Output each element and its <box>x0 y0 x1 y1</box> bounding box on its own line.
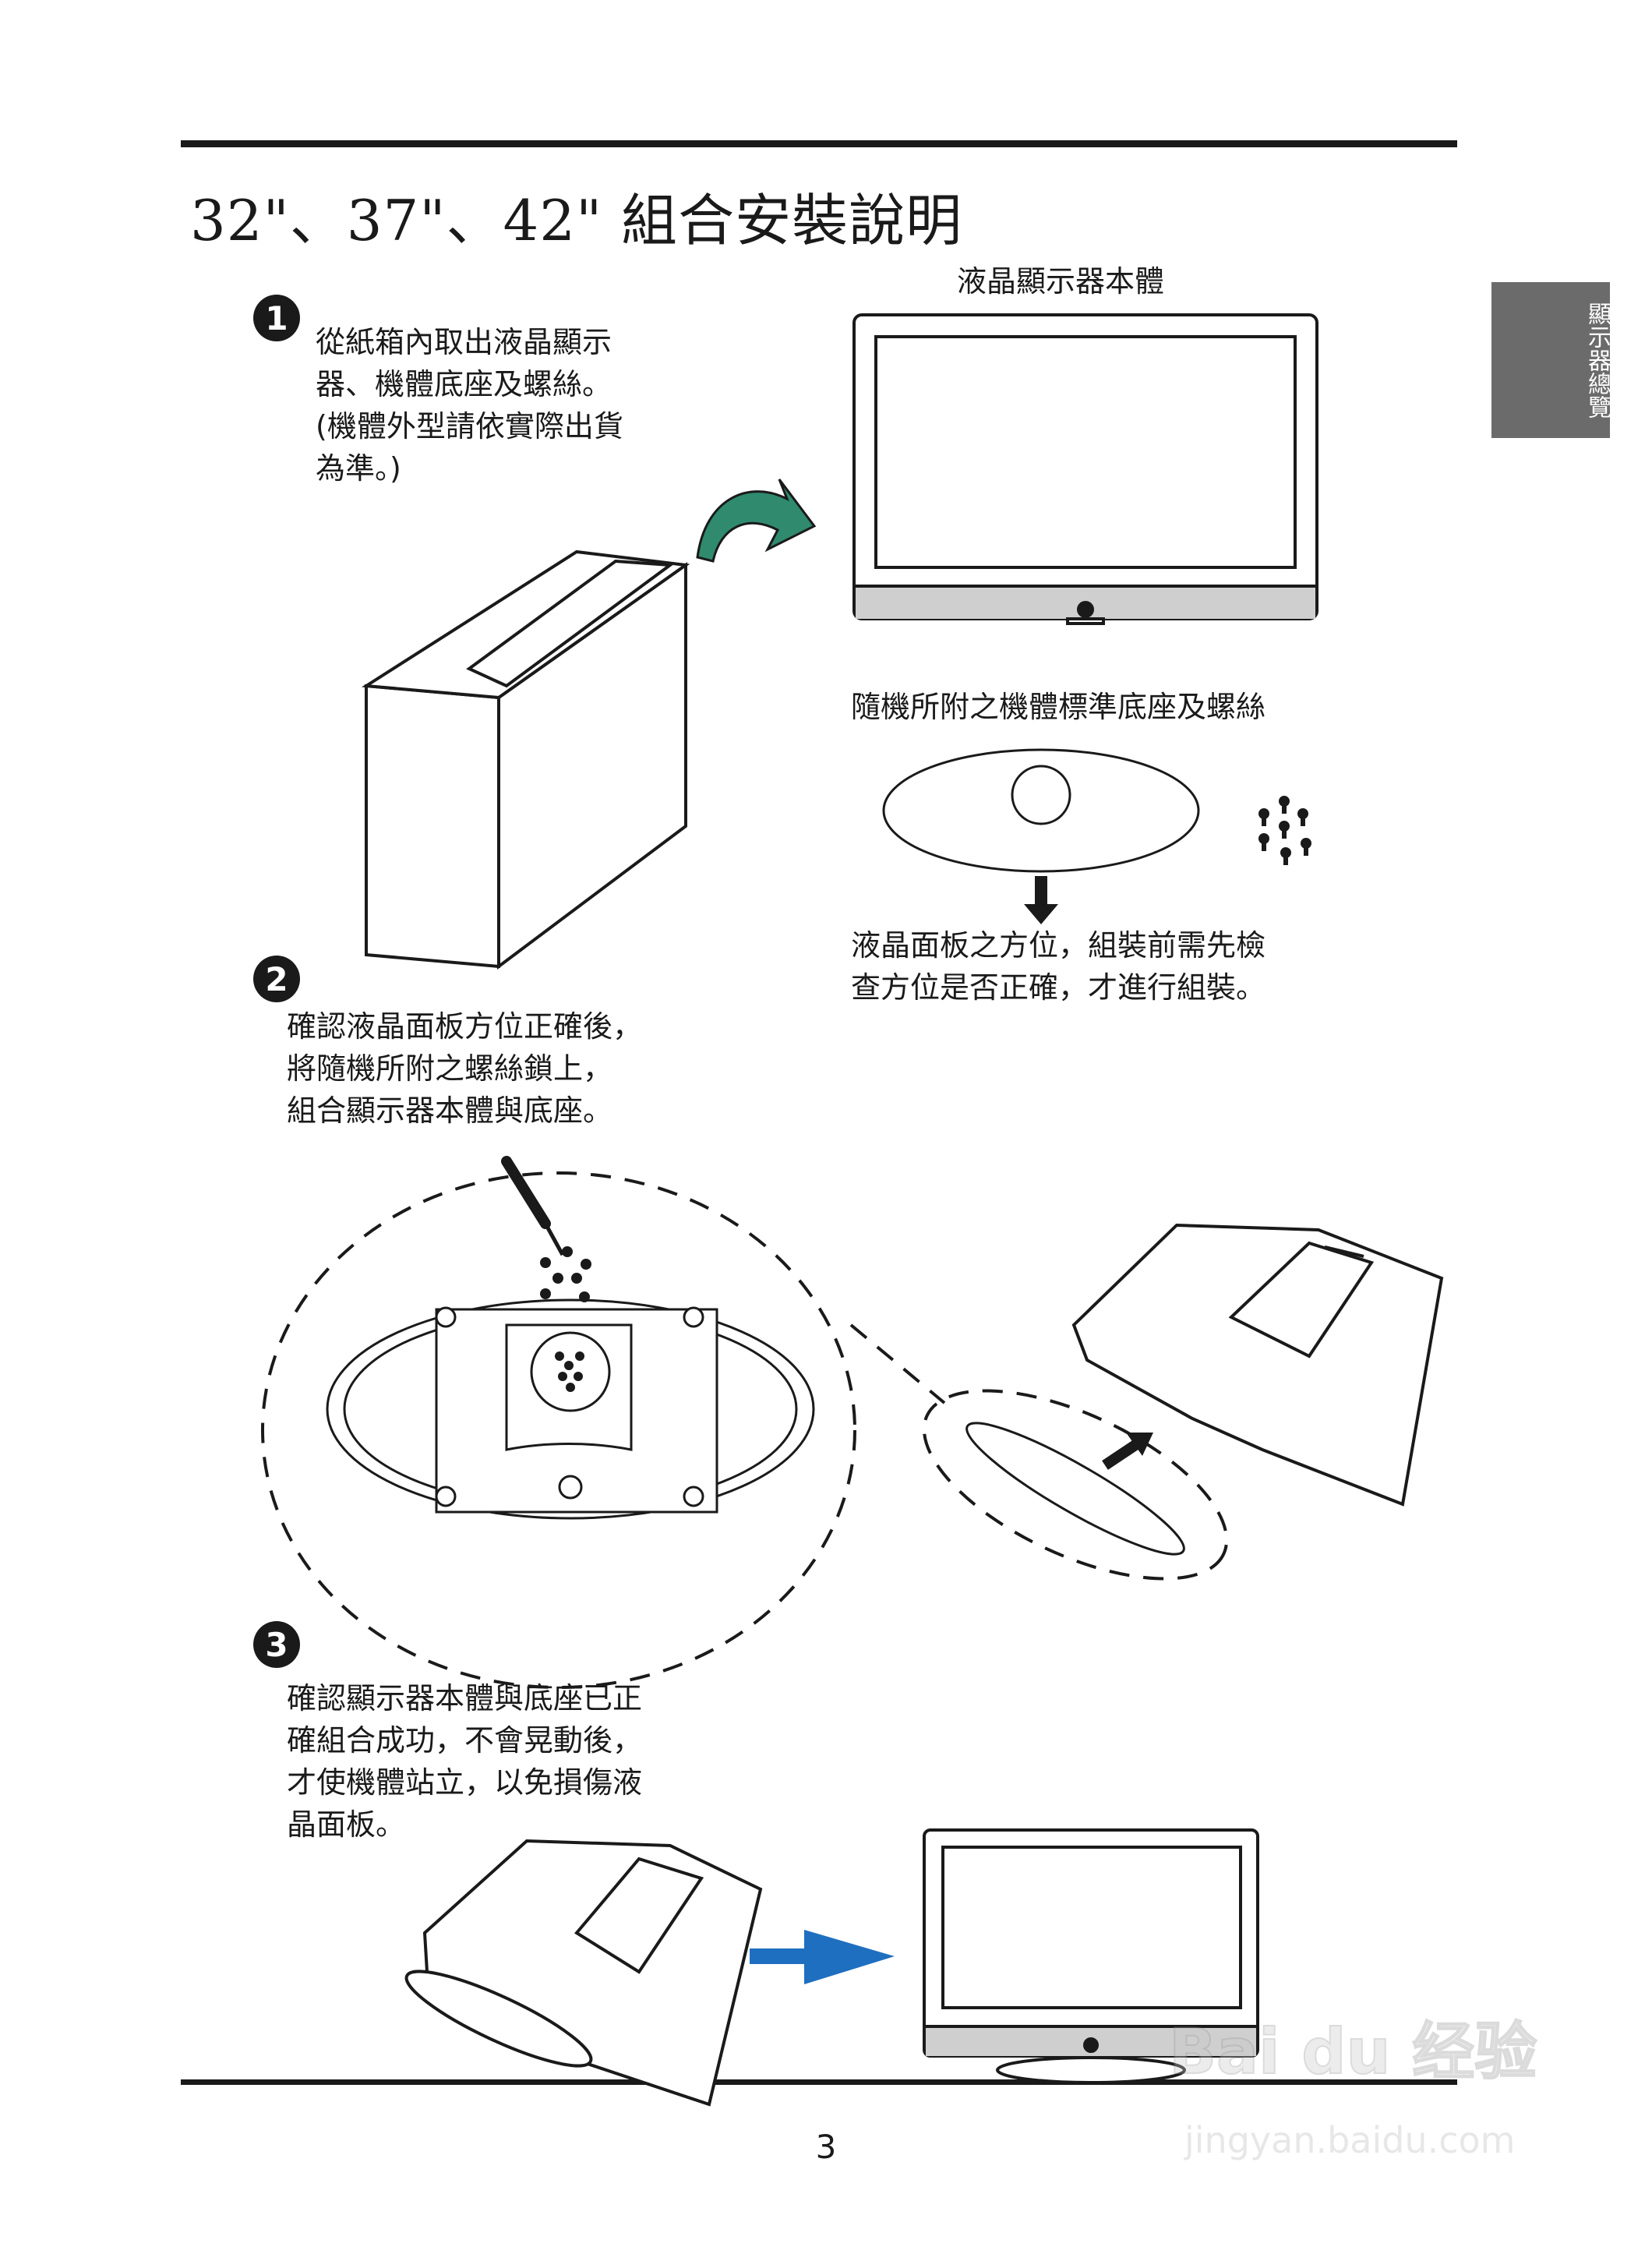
step-3-badge: 3 <box>253 1621 300 1668</box>
green-arrow-icon <box>696 479 817 563</box>
svg-text:jingyan.baidu.com: jingyan.baidu.com <box>1184 2119 1516 2161</box>
screws-icon <box>1258 796 1311 865</box>
assembled-face-down-illustration <box>404 1839 763 2107</box>
caption-stand-and-screws: 隨機所附之機體標準底座及螺絲 <box>851 690 1266 724</box>
side-tab[interactable]: 顯示器總覽 <box>1491 282 1611 438</box>
caption-monitor-body: 液晶顯示器本體 <box>957 264 1165 299</box>
down-arrow-icon <box>1024 876 1058 924</box>
page-title: 32"、37"、42" 組合安裝說明 <box>190 188 963 253</box>
blue-arrow-icon <box>750 1930 895 1984</box>
step-2-text: 確認液晶面板方位正確後， 將隨機所附之螺絲鎖上， 組合顯示器本體與底座。 <box>287 1009 643 1128</box>
bottom-rule <box>181 2079 1457 2085</box>
page-number: 3 <box>815 2128 837 2166</box>
screwdriver-icon <box>501 1156 565 1256</box>
insert-arrow-icon <box>1102 1433 1153 1470</box>
monitor-illustration <box>852 313 1318 625</box>
screws-detail-icon <box>540 1246 591 1392</box>
stand-plate-illustration <box>965 1422 1185 1556</box>
step-1-badge: 1 <box>253 295 300 341</box>
top-rule <box>181 140 1457 147</box>
shipping-box-illustration <box>361 549 690 970</box>
monitor-face-down-illustration <box>1071 1223 1444 1507</box>
caption-orientation-note: 液晶面板之方位，組裝前需先檢 查方位是否正確，才進行組裝。 <box>851 928 1266 1005</box>
svg-text:Bai du 经验: Bai du 经验 <box>1169 2016 1537 2088</box>
step-1-text: 從紙箱內取出液晶顯示 器、機體底座及螺絲。 (機體外型請依實際出貨 為準。) <box>316 325 623 486</box>
stand-bottom-detail <box>326 1298 815 1520</box>
standing-monitor-illustration <box>923 1828 1259 2084</box>
step-2-badge: 2 <box>253 956 300 1002</box>
baidu-watermark: Bai du 经验 jingyan.baidu.com <box>1168 2015 1537 2161</box>
step-3-text: 確認顯示器本體與底座已正 確組合成功，不會晃動後， 才使機體站立，以免損傷液 晶… <box>287 1681 643 1842</box>
stand-base-illustration <box>882 748 1200 873</box>
detail-dashed-outline <box>261 1171 856 1689</box>
